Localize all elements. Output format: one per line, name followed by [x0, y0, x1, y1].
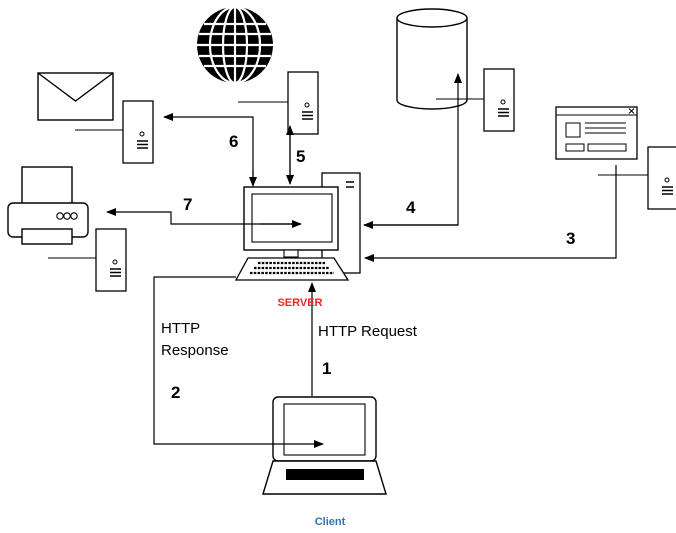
globe-icon: [197, 5, 273, 85]
connector-6-line: [163, 113, 254, 184]
client-label: Client: [315, 516, 346, 528]
printer-icon: [7, 166, 89, 245]
server-label: SERVER: [277, 297, 322, 309]
http-response-arrow: [153, 276, 324, 448]
http-request-label: HTTP Request: [318, 323, 418, 340]
step-number-2: 2: [171, 383, 180, 402]
database-icon: [396, 8, 468, 110]
step-number-3: 3: [566, 229, 575, 248]
laptop-icon: [262, 396, 387, 495]
server-desktop: [234, 172, 361, 281]
http-response-label-line2: Response: [161, 342, 229, 359]
envelope-icon: [37, 72, 114, 121]
server-tower-icon: [598, 146, 676, 210]
server-tower-icon: [436, 68, 515, 132]
browser-window-icon: [555, 106, 638, 160]
step-number-5: 5: [296, 147, 305, 166]
step-number-1: 1: [322, 359, 331, 378]
connector-7-line: [106, 208, 301, 225]
step-number-7: 7: [183, 195, 192, 214]
server-tower-icon: [75, 100, 154, 164]
keyboard-icon: [234, 257, 350, 281]
http-response-label-line1: HTTP: [161, 320, 200, 337]
server-tower-icon: [48, 228, 127, 292]
step-number-6: 6: [229, 132, 238, 151]
step-number-4: 4: [406, 198, 416, 217]
server-tower-icon: [238, 71, 319, 135]
desktop-monitor-icon: [243, 186, 339, 258]
connector-3-arrow: [364, 165, 617, 262]
